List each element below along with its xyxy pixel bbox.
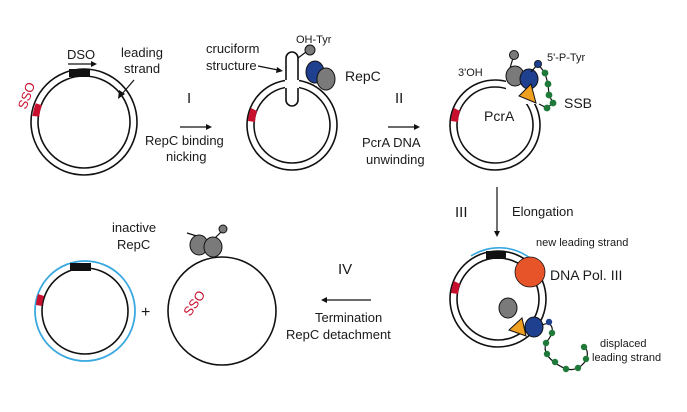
plasmid-initial (30, 68, 138, 176)
step1-numeral: I (187, 90, 191, 107)
repc-blue-subunit-4 (524, 316, 544, 338)
new-strand-circle (34, 260, 136, 362)
ssb-dot (582, 355, 590, 363)
sso-region-3 (451, 108, 460, 122)
template-strand-circle (41, 267, 129, 355)
ssb-dot (549, 99, 557, 107)
sso-region (32, 103, 42, 117)
dso-arrowhead (91, 61, 97, 67)
product-single-stranded-plasmid (167, 256, 277, 366)
pcra-label: PcrA (484, 108, 515, 124)
plasmid-outer-circle (30, 68, 138, 176)
dso-label: DSO (67, 47, 95, 62)
step2-text-1: PcrA DNA (362, 135, 421, 150)
product-double-stranded-plasmid (34, 260, 136, 362)
new-leading-strand-label: new leading strand (536, 237, 628, 249)
cruciform-pointer (257, 65, 279, 71)
sso-label-2: SSO (180, 288, 208, 319)
free-tyr-ball (509, 50, 519, 60)
pcra-helicase (518, 83, 537, 104)
cruciform-label-1: cruciform (206, 41, 259, 56)
dna-pol-iii (514, 256, 546, 288)
five-p-tyr-label: 5'-P-Tyr (547, 52, 585, 64)
inactive-repc (186, 224, 228, 258)
cruciform-pointer-head (276, 67, 283, 73)
dso-region-4 (486, 251, 506, 259)
leading-strand-pointer (121, 79, 135, 95)
ssb-dot (562, 365, 570, 373)
repc-label: RepC (345, 68, 381, 84)
step2-arrowhead (414, 124, 420, 130)
step4-arrowhead (321, 297, 327, 303)
inactive-repc-tyr-ball (218, 224, 228, 234)
five-p-tyr-end (534, 60, 543, 69)
ssb-dot (580, 343, 588, 351)
step1-text-1: RepC binding (145, 133, 224, 148)
displaced-strand (541, 323, 588, 371)
plasmid-inner-circle (37, 75, 131, 169)
plasmid-inner-circle-3 (456, 86, 534, 164)
leading-strand-pointer-head (118, 90, 125, 99)
displaced-strand-end (545, 318, 553, 326)
step3-numeral: III (455, 204, 468, 221)
ssb-dot (543, 104, 551, 112)
ssb-dot (551, 358, 559, 366)
inactive-label-2: RepC (117, 237, 150, 252)
plasmid-inner-circle-2 (253, 86, 331, 164)
three-oh-label: 3'OH (458, 67, 483, 79)
step3-text: Elongation (512, 204, 573, 219)
displaced-label-1: displaced (600, 338, 646, 350)
dna-pol-label: DNA Pol. III (550, 267, 622, 283)
cruciform-label-2: structure (206, 58, 257, 73)
plasmid-unwinding (449, 50, 557, 171)
ssb-dot (541, 69, 549, 77)
repc-tyr-ball (304, 44, 316, 56)
step2-numeral: II (395, 90, 403, 107)
cruciform-stem-bottom (285, 88, 299, 107)
ssb-dot (545, 91, 553, 99)
cruciform-stem-top (285, 51, 299, 80)
plasmid-cruciform (246, 44, 338, 171)
sso-region-4 (451, 281, 460, 294)
plasmid-outer-circle-2 (246, 79, 338, 171)
plasmid-outer-circle-3 (449, 79, 541, 171)
inactive-repc-subunit-2 (203, 236, 223, 258)
ss-plasmid-circle (167, 256, 277, 366)
repc-second-subunit (316, 67, 336, 91)
leading-strand-label-1: leading (121, 45, 163, 60)
ssb-label: SSB (564, 95, 592, 111)
sso-region-2 (248, 108, 257, 122)
step1-arrowhead (206, 124, 212, 130)
ssb-dot (544, 80, 552, 88)
step4-text-1: Termination (315, 310, 382, 325)
ssb-dot (542, 339, 550, 347)
cruciform-gap-bottom (285, 84, 299, 92)
plasmid-elongation (449, 246, 590, 373)
oh-tyr-label: OH-Tyr (296, 34, 332, 46)
step4-numeral: IV (338, 261, 352, 278)
step3-arrowhead (494, 231, 500, 237)
inactive-label-1: inactive (112, 220, 156, 235)
ssb-dot (574, 364, 582, 372)
plus-sign: + (141, 304, 150, 321)
nick-strand (297, 51, 307, 59)
dso-region-5 (70, 263, 91, 271)
repc-gray-subunit-4 (498, 297, 518, 319)
new-leading-strand (470, 246, 531, 259)
leading-strand-label-2: strand (124, 61, 160, 76)
ssb-dot (543, 350, 551, 358)
sso-region-5 (36, 294, 44, 306)
step2-text-2: unwinding (366, 152, 425, 167)
step1-text-2: nicking (166, 149, 206, 164)
displaced-label-2: leading strand (592, 352, 661, 364)
dso-region (69, 69, 90, 77)
ssb-dot (548, 329, 556, 337)
step4-text-2: RepC detachment (286, 327, 391, 342)
pcra-helicase-4 (508, 317, 527, 337)
